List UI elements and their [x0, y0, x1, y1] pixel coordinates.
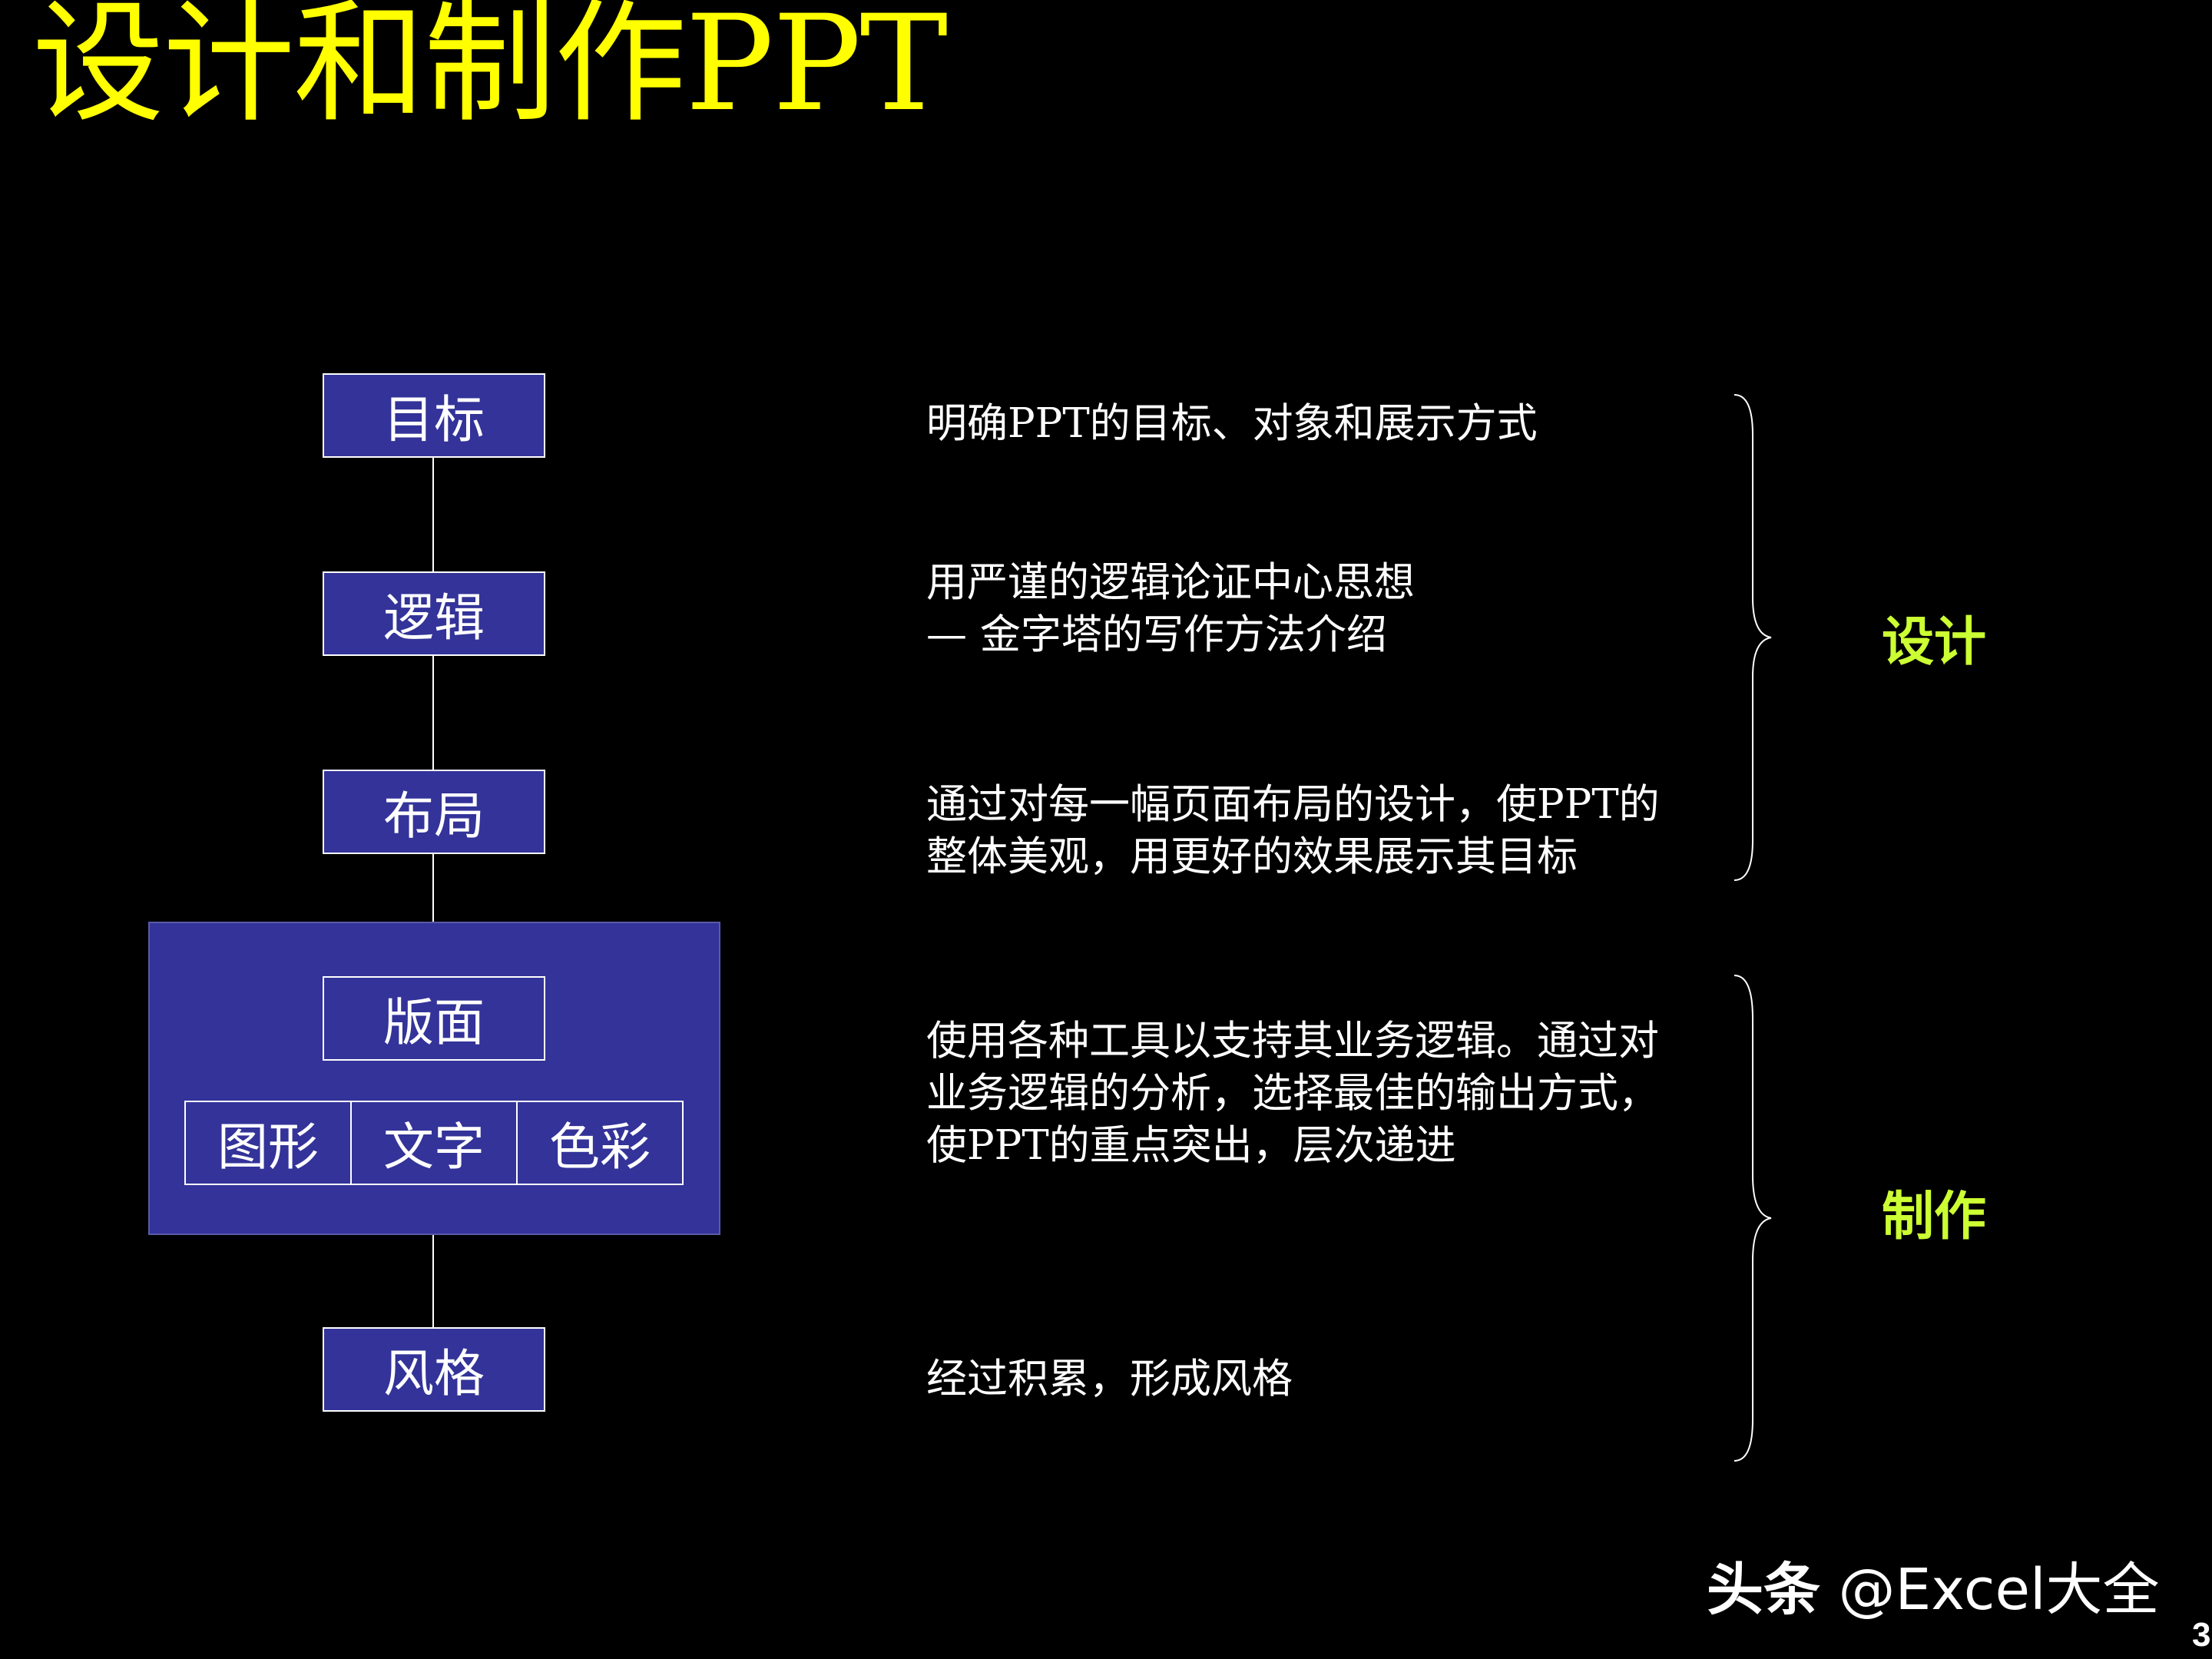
page-number: 3	[2192, 1616, 2211, 1654]
watermark: 头条 @Excel大全	[1707, 1544, 2160, 1626]
goal-box: 目标	[323, 373, 545, 458]
page-group-panel	[148, 922, 720, 1235]
logic-box: 逻辑	[323, 571, 545, 656]
page-box: 版面	[323, 976, 545, 1061]
style-description: 经过积累，形成风格	[926, 1353, 1293, 1406]
graphics-box: 图形	[184, 1101, 352, 1185]
layout-box: 布局	[323, 770, 545, 854]
color-box: 色彩	[516, 1101, 684, 1185]
logic-description: 用严谨的逻辑论证中心思想 — 金字塔的写作方法介绍	[926, 557, 1415, 661]
page-description-line: 使用各种工具以支持其业务逻辑。通过对	[926, 1018, 1659, 1065]
text-box: 文字	[350, 1101, 518, 1185]
brace-production	[1734, 975, 1772, 1462]
style-description-line: 经过积累，形成风格	[926, 1356, 1293, 1402]
goal-description: 明确PPT的目标、对象和展示方式	[926, 398, 1538, 450]
goal-description-line: 明确PPT的目标、对象和展示方式	[926, 400, 1538, 447]
logic-description-line: 用严谨的逻辑论证中心思想	[926, 559, 1415, 606]
watermark-brand: 头条	[1707, 1557, 1820, 1623]
layout-description-line: 通过对每一幅页面布局的设计，使PPT的	[926, 781, 1660, 828]
layout-description: 通过对每一幅页面布局的设计，使PPT的 整体美观，用更好的效果展示其目标	[926, 779, 1660, 883]
page-description-line: 业务逻辑的分析，选择最佳的输出方式，	[926, 1070, 1659, 1117]
page-description: 使用各种工具以支持其业务逻辑。通过对 业务逻辑的分析，选择最佳的输出方式， 使P…	[926, 1015, 1659, 1172]
page-description-line: 使PPT的重点突出，层次递进	[926, 1122, 1456, 1169]
watermark-handle: @Excel大全	[1838, 1557, 2160, 1623]
layout-description-line: 整体美观，用更好的效果展示其目标	[926, 833, 1578, 880]
brace-design	[1734, 394, 1772, 881]
phase-production-label: 制作	[1882, 1187, 1987, 1247]
logic-description-line: — 金字塔的写作方法介绍	[926, 611, 1387, 658]
phase-design-label: 设计	[1882, 612, 1987, 673]
slide-title: 设计和制作PPT	[32, 0, 948, 141]
style-box: 风格	[323, 1327, 545, 1412]
